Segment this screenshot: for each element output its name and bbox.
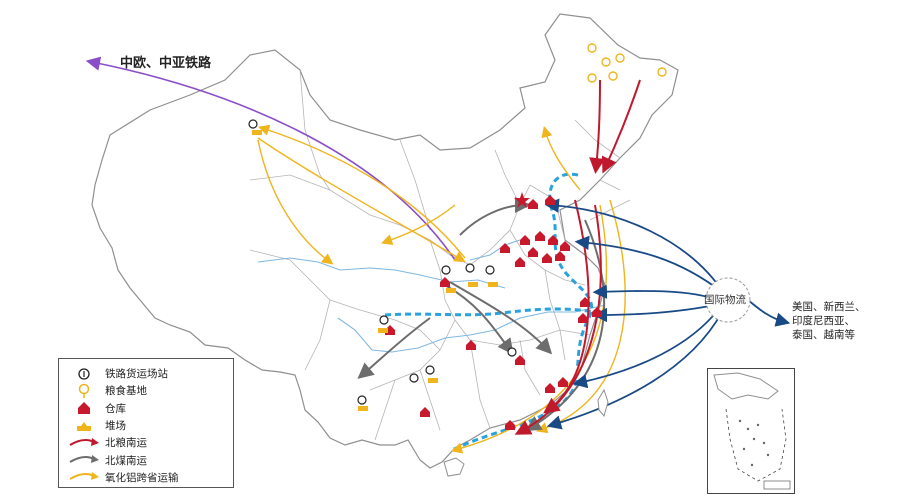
- yard-icon: [67, 418, 101, 434]
- central-asia-rail-route: [85, 56, 456, 261]
- international-hub-circle: [705, 277, 751, 323]
- inset-islands: [738, 419, 770, 467]
- legend-label: 氧化铝跨省运输: [105, 471, 179, 484]
- international-routes: [544, 198, 791, 430]
- alumina-route-arrow-icon: [67, 469, 101, 485]
- south-china-sea-inset: [707, 368, 795, 494]
- map-legend: 铁路货运场站 粮食基地 仓库 堆场 北粮南运: [58, 358, 234, 488]
- rivers: [257, 239, 606, 353]
- legend-label: 堆场: [105, 420, 126, 433]
- legend-grain-base: 粮食基地: [67, 382, 225, 399]
- legend-yard: 堆场: [67, 417, 225, 434]
- legend-grain-route: 北粮南运: [67, 434, 225, 451]
- inset-map-svg: [713, 372, 791, 490]
- rail-station-icon: [67, 366, 101, 382]
- legend-coal-route: 北煤南运: [67, 451, 225, 468]
- inset-scale-box: [763, 480, 791, 490]
- hainan-island: [443, 457, 465, 477]
- coal-route-arrow-icon: [67, 452, 101, 468]
- yard-markers: [252, 130, 498, 411]
- alumina-routes: [257, 124, 626, 454]
- destination-line-3: 泰国、越南等: [792, 329, 855, 341]
- legend-label: 粮食基地: [105, 385, 147, 398]
- legend-rail-station: 铁路货运场站: [67, 365, 225, 382]
- destination-list: 美国、新西兰、 印度尼西亚、 泰国、越南等: [792, 300, 866, 342]
- legend-label: 北粮南运: [105, 437, 147, 450]
- inland-corridor: [384, 307, 596, 317]
- legend-label: 铁路货运场站: [105, 368, 168, 381]
- destination-line-1: 美国、新西兰、: [792, 301, 866, 313]
- international-hub-label: 国际物流: [704, 294, 746, 306]
- rail-station-markers: [248, 119, 517, 405]
- legend-warehouse: 仓库: [67, 400, 225, 417]
- grain-base-icon: [67, 383, 101, 399]
- warehouse-markers: [385, 195, 602, 430]
- taiwan-island: [597, 388, 609, 418]
- inset-coast: [713, 372, 779, 400]
- warehouse-icon: [67, 400, 101, 416]
- central-asia-rail-label: 中欧、中亚铁路: [120, 56, 212, 71]
- inset-dashed-line: [725, 408, 787, 482]
- legend-label: 北煤南运: [105, 454, 147, 467]
- capital-star-icon: [514, 192, 530, 208]
- legend-alumina-route: 氧化铝跨省运输: [67, 469, 225, 486]
- grain-route-arrow-icon: [67, 435, 101, 451]
- legend-label: 仓库: [105, 402, 126, 415]
- destination-line-2: 印度尼西亚、: [792, 315, 855, 327]
- grain-base-markers: [587, 43, 667, 83]
